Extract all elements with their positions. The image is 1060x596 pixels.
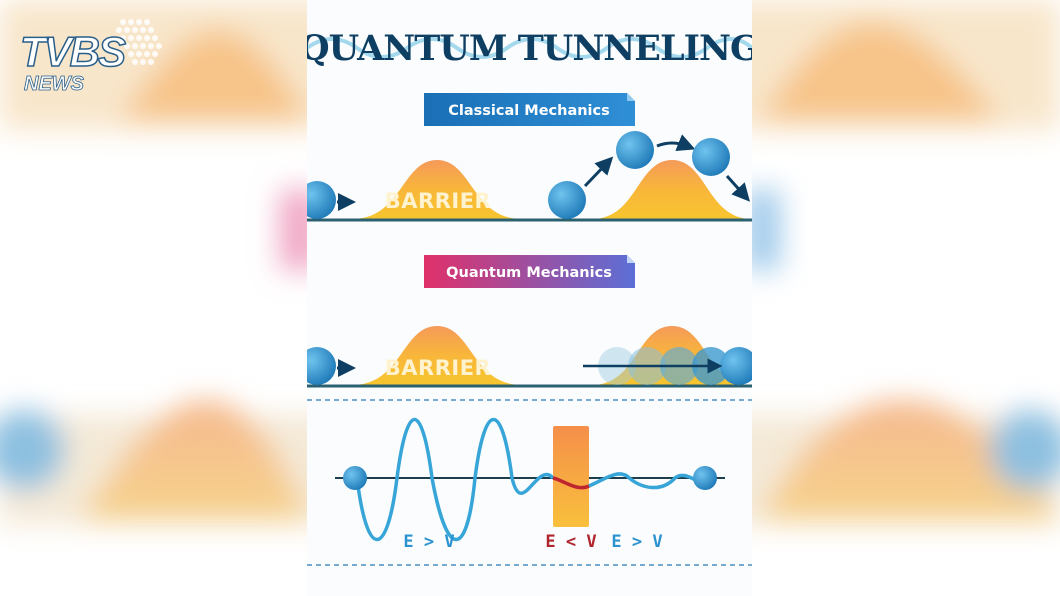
wavefunction-transmitted (588, 472, 709, 490)
energy-label-right: E > V (611, 532, 662, 552)
potential-barrier (553, 426, 589, 527)
ball-icon (548, 181, 586, 219)
logo-text: TVBS (20, 28, 126, 75)
tvbs-news-logo: TVBS NEWS (19, 19, 162, 95)
quantum-tunneling-diagram: QUANTUM TUNNELING Classical Mechanics BA… (307, 28, 752, 566)
title-decoration-wave (307, 37, 752, 59)
arrow-icon (725, 174, 751, 202)
wavefunction-tunneling (552, 476, 590, 490)
arrow-icon (583, 156, 614, 188)
energy-label-left: E > V (403, 532, 454, 552)
ball-icon (692, 138, 730, 176)
barrier-icon (352, 160, 522, 219)
ball-icon (720, 347, 752, 385)
svg-text:Quantum Mechanics: Quantum Mechanics (446, 265, 612, 281)
arrow-icon (656, 134, 696, 152)
ball-icon (307, 181, 336, 219)
ball-icon (616, 131, 654, 169)
barrier-icon (592, 160, 752, 219)
classical-scene: BARRIER (307, 131, 752, 222)
barrier-icon (352, 326, 522, 385)
svg-text:BARRIER: BARRIER (385, 356, 491, 380)
page-title: QUANTUM TUNNELING (307, 28, 752, 69)
logo-subtext: NEWS (24, 73, 85, 95)
quantum-scene: BARRIER (307, 326, 752, 388)
ball-icon (343, 466, 367, 490)
quantum-mechanics-label: Quantum Mechanics (424, 255, 635, 288)
svg-text:BARRIER: BARRIER (385, 189, 491, 213)
energy-label-barrier: E < V (545, 532, 596, 552)
ball-icon (693, 466, 717, 490)
classical-mechanics-label: Classical Mechanics (424, 93, 635, 126)
wavefunction-box: E > V E < V E > V (307, 399, 752, 566)
svg-text:Classical Mechanics: Classical Mechanics (448, 103, 610, 119)
ball-icon (307, 347, 336, 385)
wavefunction-incident (355, 417, 555, 542)
